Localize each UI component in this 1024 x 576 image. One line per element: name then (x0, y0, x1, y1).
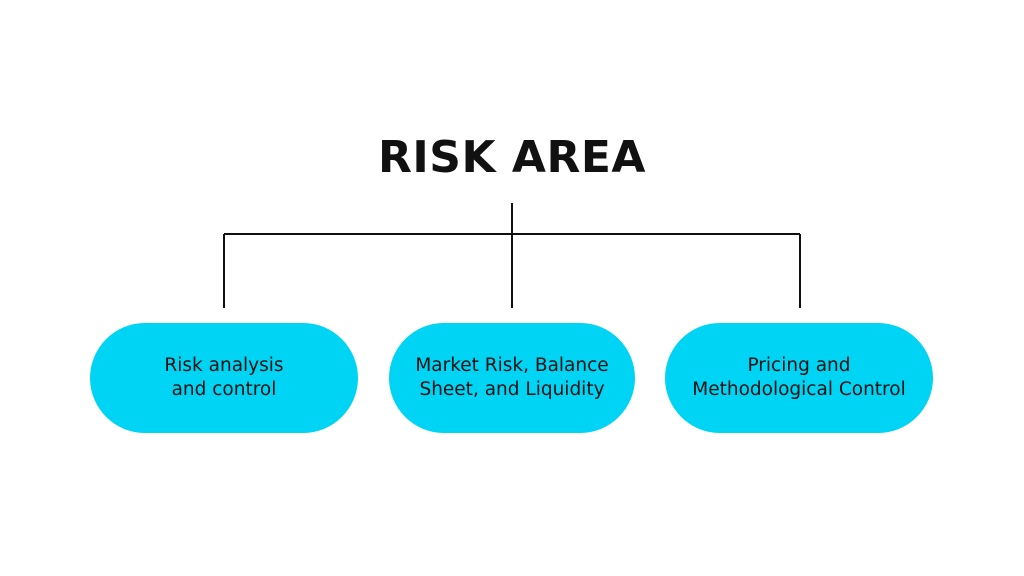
diagram-title: RISK AREA (378, 132, 646, 183)
node-label-line-2: Methodological Control (692, 379, 906, 400)
node-label-line-1: Market Risk, Balance (415, 355, 609, 376)
node-market-risk-balance-sheet-liquidity: Market Risk, Balance Sheet, and Liquidit… (389, 323, 635, 433)
node-risk-analysis-and-control: Risk analysis and control (90, 323, 358, 433)
node-pricing-and-methodological-control: Pricing and Methodological Control (665, 323, 933, 433)
node-label-line-2: and control (171, 379, 277, 400)
node-label-line-1: Risk analysis (164, 355, 284, 376)
node-label-line-1: Pricing and (747, 355, 851, 376)
node-label-line-2: Sheet, and Liquidity (419, 379, 605, 400)
